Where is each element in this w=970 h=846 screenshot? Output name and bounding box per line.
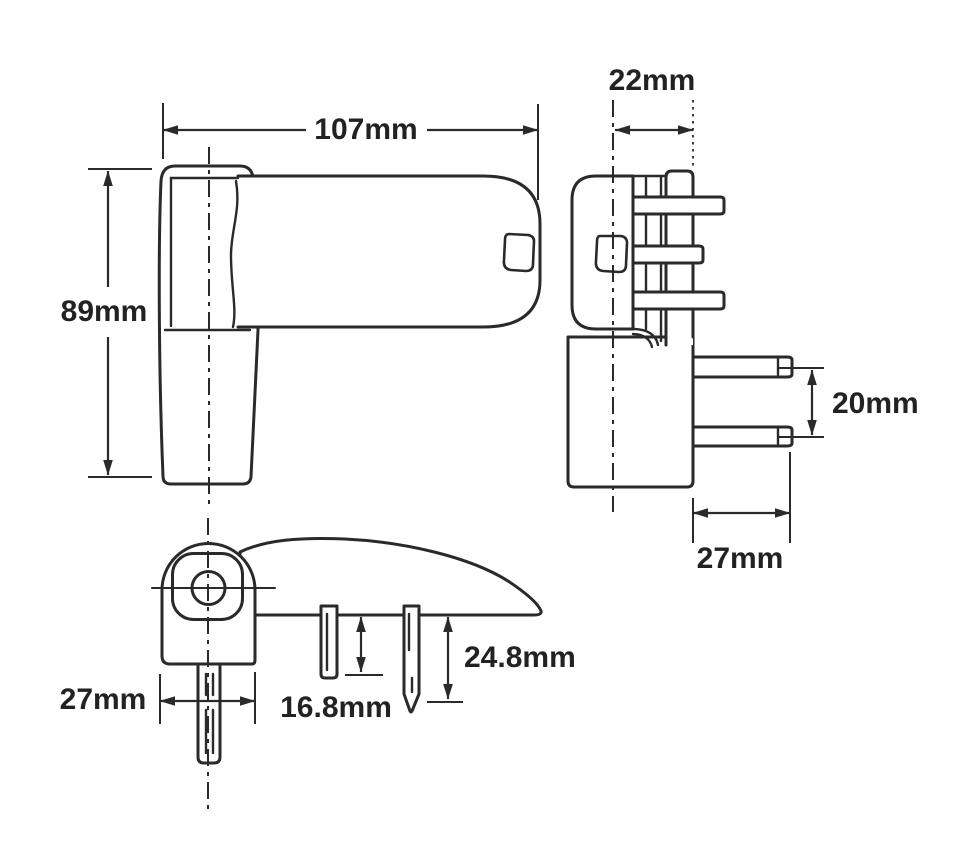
side-lower-pin-bottom [691,425,794,448]
dim-label-side-pin-spacing: 20mm [832,387,919,420]
side-upper-pin-3 [631,290,726,311]
front-body-outline [236,174,542,329]
dim-label-side-depth: 22mm [609,64,696,97]
front-plate-joint-curve [229,179,239,329]
dim-label-front-height: 89mm [61,295,148,328]
side-block-outline [566,335,695,489]
front-view: 107mm 89mm [61,103,542,508]
side-bottom-curve-outer [631,327,660,347]
side-bottom-curve-inner [631,332,654,349]
dim-label-bottom-block-width: 27mm [60,683,147,716]
dim-label-bottom-long-pin: 24.8mm [464,641,576,674]
front-body-fill [238,176,540,327]
bottom-long-pin [402,604,421,714]
dim-label-bottom-short-pin: 16.8mm [280,691,392,724]
side-view: 22mm 20mm 27mm [566,64,919,575]
side-plate-outline [664,169,695,347]
side-body-outline [570,174,635,331]
side-upper-pin-2 [631,244,705,265]
bottom-view: 27mm 16.8mm 24.8mm [60,518,576,810]
front-plate-inner-edge [169,176,240,328]
bottom-leaf-outline [238,536,543,617]
dim-label-front-width: 107mm [314,113,417,146]
bottom-short-pin [319,604,339,680]
side-upper-pin-1 [631,195,726,216]
side-lower-pin-top [691,355,794,379]
bottom-pivot-pin [196,662,222,765]
dim-label-side-pin-length: 27mm [697,542,784,575]
side-clip-detail [594,234,629,274]
front-clip-detail [502,232,536,273]
